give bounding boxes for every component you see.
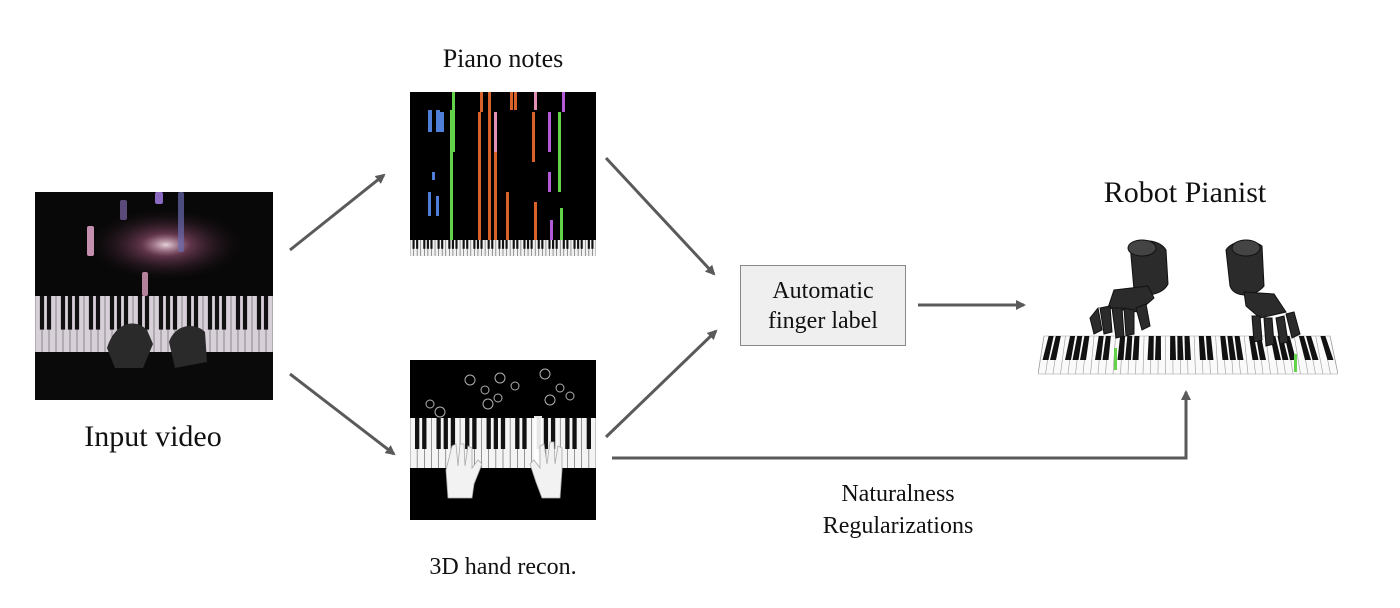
arrow-hand-to-label [604, 329, 718, 439]
naturalness-line2: Regularizations [822, 513, 974, 539]
input-video-image [35, 192, 273, 400]
piano-notes-image [410, 92, 596, 256]
finger-label-line2: finger label [768, 307, 878, 334]
piano-notes-label: Piano notes [442, 44, 564, 73]
hand-recon-image [410, 360, 596, 520]
robot-pianist-image [1038, 236, 1338, 376]
naturalness-regularizations-label: Naturalness Regularizations [790, 478, 1006, 542]
hand-recon-label: 3D hand recon. [429, 554, 577, 580]
arrow-input-to-notes [289, 173, 386, 252]
input-video-label: Input video [84, 420, 222, 453]
arrow-hand-to-robot [612, 390, 1191, 460]
arrow-notes-to-label [604, 156, 716, 276]
robot-pianist-label: Robot Pianist [1103, 176, 1267, 209]
finger-label-line1: Automatic [772, 277, 874, 304]
automatic-finger-label-box: Automatic finger label [740, 265, 906, 346]
naturalness-line1: Naturalness [841, 481, 955, 507]
arrow-input-to-hand [289, 372, 396, 456]
